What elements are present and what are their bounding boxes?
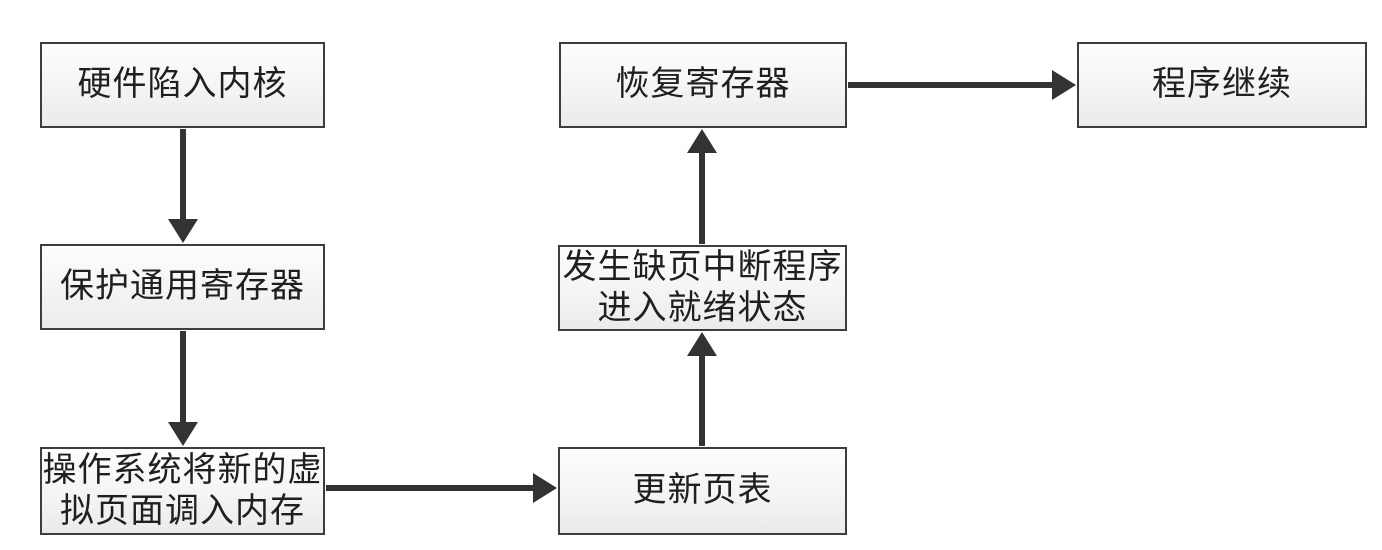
arrow-head-right-icon xyxy=(1052,70,1076,100)
flow-node-update-page-table: 更新页表 xyxy=(558,447,847,535)
arrow-head-right-icon xyxy=(533,473,557,503)
arrow-head-down-icon xyxy=(168,422,198,446)
arrow-save-registers-to-os-load-page xyxy=(168,331,198,446)
arrow-shaft xyxy=(848,82,1054,88)
arrow-head-down-icon xyxy=(168,219,198,243)
flow-node-save-registers: 保护通用寄存器 xyxy=(40,244,325,330)
flow-node-os-load-page: 操作系统将新的虚 拟页面调入内存 xyxy=(40,447,325,535)
flow-node-program-continue: 程序继续 xyxy=(1077,42,1367,128)
arrow-restore-registers-to-program-continue xyxy=(848,70,1076,100)
arrow-shaft xyxy=(180,331,186,424)
arrow-shaft xyxy=(699,151,705,244)
arrow-head-up-icon xyxy=(687,332,717,356)
flow-node-restore-registers: 恢复寄存器 xyxy=(559,42,847,128)
arrow-shaft xyxy=(699,354,705,446)
arrow-update-page-table-to-process-ready xyxy=(687,332,717,446)
arrow-head-up-icon xyxy=(687,129,717,153)
flow-node-process-ready: 发生缺页中断程序 进入就绪状态 xyxy=(558,245,847,331)
arrow-process-ready-to-restore-registers xyxy=(687,129,717,244)
flow-node-hardware-trap: 硬件陷入内核 xyxy=(40,42,325,128)
arrow-shaft xyxy=(180,129,186,221)
arrow-shaft xyxy=(326,485,535,491)
arrow-hardware-trap-to-save-registers xyxy=(168,129,198,243)
arrow-os-load-page-to-update-page-table xyxy=(326,473,557,503)
